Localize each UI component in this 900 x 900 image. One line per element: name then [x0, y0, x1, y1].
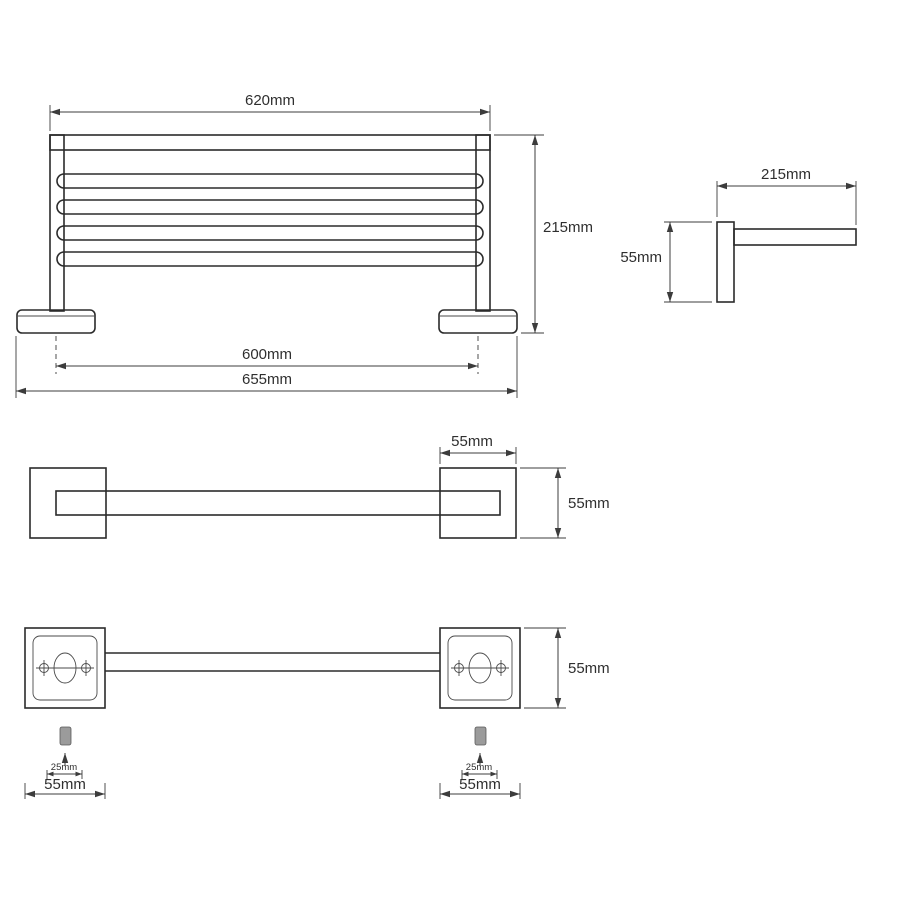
dimension-mount-height: 55mm	[524, 627, 610, 709]
top-view-bar	[55, 490, 501, 516]
right-wall-base	[438, 309, 518, 334]
dim-label-screw-offset-right: 25mm	[466, 762, 492, 773]
towel-bar-2	[56, 199, 484, 215]
right-mounting-plate	[439, 627, 521, 709]
dim-label-plate-width-right: 55mm	[459, 776, 501, 793]
right-side-rail	[475, 134, 491, 312]
towel-bar-3	[56, 225, 484, 241]
left-wall-base	[16, 309, 96, 334]
left-side-rail	[49, 134, 65, 312]
screw-icon	[59, 726, 72, 746]
dim-label-top-width: 620mm	[245, 92, 295, 109]
left-plate-outline	[24, 627, 106, 709]
dimension-top-width: 620mm	[49, 92, 491, 131]
dim-label-front-height: 215mm	[543, 219, 593, 236]
dimension-side-height: 55mm	[620, 221, 712, 303]
side-wall-plate	[716, 221, 735, 303]
side-bar-arm	[733, 228, 857, 246]
left-plate-inner-outline	[32, 635, 98, 701]
right-plate-inner-outline	[447, 635, 513, 701]
side-view: 215mm 55mm	[620, 166, 857, 303]
dimension-total-width: 655mm	[15, 336, 518, 398]
dim-label-top-plate-width: 55mm	[451, 433, 493, 450]
dim-label-total-width: 655mm	[242, 371, 292, 388]
dim-label-side-depth: 215mm	[761, 166, 811, 183]
dim-label-mount-height: 55mm	[568, 660, 610, 677]
top-view-right-plate	[439, 467, 517, 539]
top-view: 55mm 55mm	[29, 433, 610, 539]
dim-label-mount-centers: 600mm	[242, 346, 292, 363]
left-screw-detail: 25mm 55mm	[24, 726, 106, 799]
left-mounting-plate	[24, 627, 106, 709]
dimension-top-depth: 55mm	[520, 467, 610, 539]
mounting-view: 55mm 25mm 55mm 25mm 55mm	[24, 627, 610, 799]
dim-label-screw-offset-left: 25mm	[51, 762, 77, 773]
towel-bar-4	[56, 251, 484, 267]
dimension-side-depth: 215mm	[716, 166, 857, 225]
right-plate-outline	[439, 627, 521, 709]
front-elevation-view: 620mm 215mm 600mm 655mm	[15, 92, 593, 398]
dim-label-plate-width-left: 55mm	[44, 776, 86, 793]
dim-label-side-height: 55mm	[620, 249, 662, 266]
shelf-top-rail	[49, 134, 491, 151]
dimension-mount-centers: 600mm	[55, 336, 479, 374]
top-view-left-plate	[29, 467, 107, 539]
dimension-top-plate-width: 55mm	[439, 433, 517, 464]
dim-label-top-depth: 55mm	[568, 495, 610, 512]
right-screw-detail: 25mm 55mm	[439, 726, 521, 799]
towel-bar-1	[56, 173, 484, 189]
dimension-front-height: 215mm	[494, 134, 593, 334]
screw-icon	[474, 726, 487, 746]
